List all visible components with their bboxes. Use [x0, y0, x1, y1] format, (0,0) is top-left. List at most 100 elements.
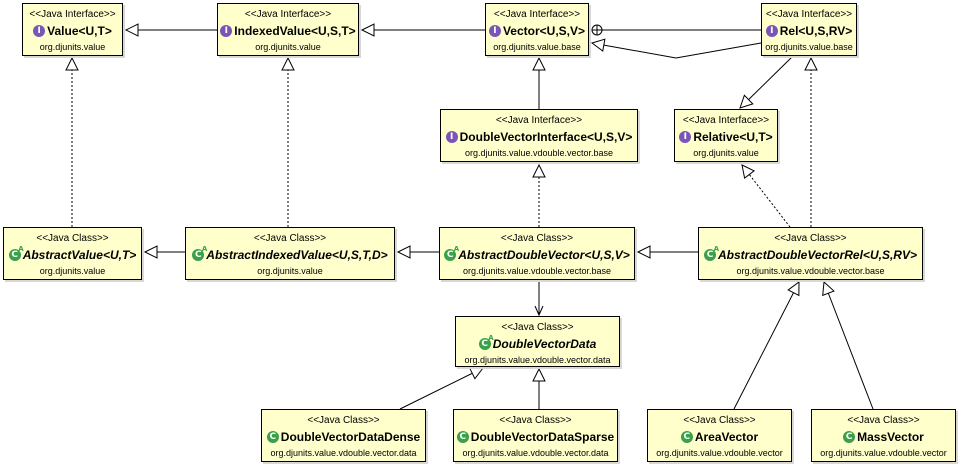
stereotype-label: <<Java Class>> — [774, 233, 847, 244]
interface-box-relative[interactable]: <<Java Interface>> I Relative<U,T> org.d… — [674, 109, 778, 162]
interface-box-value[interactable]: <<Java Interface>> I Value<U,T> org.djun… — [22, 3, 123, 56]
generalization-arrowhead-icon — [396, 245, 411, 259]
abstract-marker-icon: A — [488, 334, 494, 342]
generalization-arrowhead-icon — [360, 23, 375, 37]
type-name: AbstractIndexedValue<U,S,T,D> — [206, 248, 388, 262]
edge-generalization-line — [591, 42, 762, 59]
stereotype-label: <<Java Class>> — [499, 415, 572, 426]
package-label: org.djunits.value — [39, 266, 106, 276]
realization-arrowhead-icon — [281, 56, 295, 71]
package-label: org.djunits.value.base — [493, 42, 581, 52]
type-name: AbstractDoubleVector<U,S,V> — [458, 248, 630, 262]
stereotype-label: <<Java Interface>> — [682, 115, 770, 126]
stereotype-label: <<Java Interface>> — [29, 9, 116, 20]
class-box-areavector[interactable]: <<Java Class>> C AreaVector org.djunits.… — [647, 409, 792, 462]
interface-icon: I — [765, 25, 778, 37]
package-label: org.djunits.value.base — [765, 42, 853, 52]
type-name: Value<U,T> — [47, 24, 112, 38]
generalization-arrowhead-icon — [590, 38, 606, 52]
type-name: Relative<U,T> — [693, 130, 773, 144]
edge-generalization-line — [823, 281, 874, 410]
class-icon: C — [266, 431, 279, 443]
generalization-arrowhead-icon — [468, 367, 485, 380]
realization-arrowhead-icon — [65, 56, 79, 71]
package-label: org.djunits.value — [257, 266, 323, 276]
generalization-arrowhead-icon — [143, 245, 158, 259]
package-label: org.djunits.value.vdouble.vector.data — [462, 448, 609, 458]
package-label: org.djunits.value.vdouble.vector.base — [462, 266, 612, 276]
interface-box-vector[interactable]: <<Java Interface>> I Vector<U,S,V> org.d… — [485, 3, 589, 56]
class-box-doublevectordatasparse[interactable]: <<Java Class>> C DoubleVectorDataSparse … — [453, 409, 618, 462]
stereotype-label: <<Java Class>> — [501, 322, 574, 333]
stereotype-label: <<Java Interface>> — [495, 115, 583, 126]
generalization-arrowhead-icon — [532, 367, 546, 382]
package-label: org.djunits.value.vdouble.vector.base — [736, 266, 885, 276]
package-label: org.djunits.value.vdouble.vector.data — [464, 355, 611, 365]
type-name: DoubleVectorData — [492, 337, 597, 351]
interface-box-indexedvalue[interactable]: <<Java Interface>> I IndexedValue<U,S,T>… — [217, 3, 359, 56]
generalization-arrowhead-icon — [787, 281, 800, 297]
class-icon: C — [680, 431, 693, 443]
package-label: org.djunits.value.vdouble.vector — [820, 448, 947, 458]
interface-box-rel[interactable]: <<Java Interface>> I Rel<U,S,RV> org.dju… — [761, 3, 857, 56]
generalization-arrowhead-icon — [822, 280, 835, 297]
package-label: org.djunits.value.vdouble.vector — [656, 448, 783, 458]
type-name: AbstractDoubleVectorRel<U,S,RV> — [718, 248, 917, 262]
package-label: org.djunits.value — [39, 42, 106, 52]
stereotype-label: <<Java Class>> — [253, 233, 327, 244]
open-arrowhead-icon — [534, 305, 544, 317]
stereotype-label: <<Java Class>> — [36, 233, 109, 244]
abstract-marker-icon: A — [201, 245, 208, 253]
package-label: org.djunits.value — [693, 148, 759, 158]
package-label: org.djunits.value.vdouble.vector.base — [464, 148, 614, 158]
interface-icon: I — [488, 25, 501, 37]
abstract-marker-icon: A — [713, 245, 720, 253]
interface-icon: I — [445, 131, 458, 143]
generalization-arrowhead-icon — [636, 245, 651, 259]
generalization-arrowhead-icon — [739, 94, 754, 109]
realization-arrowhead-icon — [532, 163, 546, 178]
stereotype-label: <<Java Interface>> — [244, 9, 332, 20]
type-name: AreaVector — [694, 430, 759, 444]
generalization-arrowhead-icon — [532, 56, 546, 71]
class-icon: C — [456, 431, 469, 443]
realization-arrowhead-icon — [741, 164, 756, 180]
stereotype-label: <<Java Class>> — [683, 415, 756, 426]
stereotype-label: <<Java Interface>> — [493, 9, 581, 20]
interface-box-dvinterface[interactable]: <<Java Interface>> I DoubleVectorInterfa… — [440, 109, 638, 162]
package-label: org.djunits.value.vdouble.vector.data — [270, 448, 417, 458]
type-name: Rel<U,S,RV> — [779, 24, 853, 38]
type-name: DoubleVectorInterface<U,S,V> — [459, 130, 633, 144]
abstract-marker-icon: A — [18, 245, 24, 253]
type-name: DoubleVectorDataSparse — [470, 430, 615, 444]
stereotype-label: <<Java Interface>> — [765, 9, 853, 20]
stereotype-label: <<Java Class>> — [847, 415, 920, 426]
stereotype-label: <<Java Class>> — [500, 233, 574, 244]
type-name: DoubleVectorDataDense — [280, 430, 421, 444]
type-name: AbstractValue<U,T> — [22, 248, 137, 262]
type-name: Vector<U,S,V> — [502, 24, 586, 38]
interface-icon: I — [33, 25, 46, 37]
interface-icon: I — [679, 131, 692, 143]
edge-generalization-line — [733, 281, 800, 410]
abstract-marker-icon: A — [453, 245, 460, 253]
stereotype-label: <<Java Class>> — [307, 415, 380, 426]
generalization-arrowhead-icon — [124, 23, 139, 37]
type-name: IndexedValue<U,S,T> — [234, 24, 356, 38]
type-name: MassVector — [857, 430, 924, 444]
interface-icon: I — [220, 25, 233, 37]
class-box-massvector[interactable]: <<Java Class>> C MassVector org.djunits.… — [811, 409, 956, 462]
class-box-doublevectordatadense[interactable]: <<Java Class>> C DoubleVectorDataDense o… — [261, 409, 426, 462]
edge-realization-line — [741, 164, 791, 228]
